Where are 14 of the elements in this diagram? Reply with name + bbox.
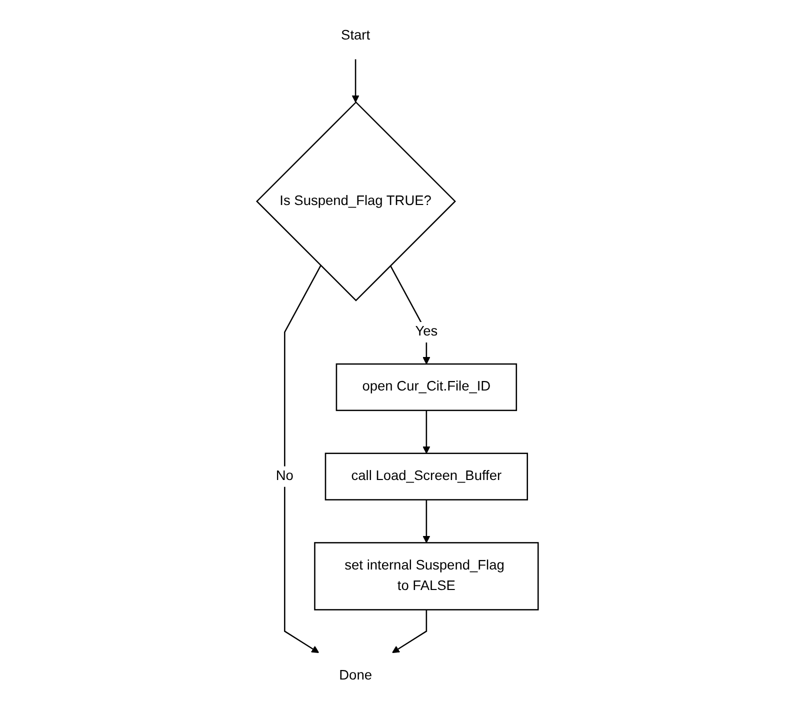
arrow: [392, 610, 427, 654]
arrow: [422, 500, 430, 544]
edge-label: Yes: [414, 324, 438, 340]
arrow: [422, 410, 430, 454]
node-text: Start: [340, 28, 370, 43]
node-box: open Cur_Cit.File_ID: [335, 363, 517, 412]
edge-label: No: [275, 468, 293, 484]
arrow: [284, 265, 321, 654]
node-text: Done: [338, 668, 372, 683]
arrow: [389, 265, 430, 364]
node-box: set internal Suspend_Flag to FALSE: [314, 542, 538, 610]
node-diamond: Is Suspend_Flag TRUE?: [255, 101, 456, 302]
arrow: [351, 59, 359, 103]
node-box: call Load_Screen_Buffer: [324, 452, 528, 500]
